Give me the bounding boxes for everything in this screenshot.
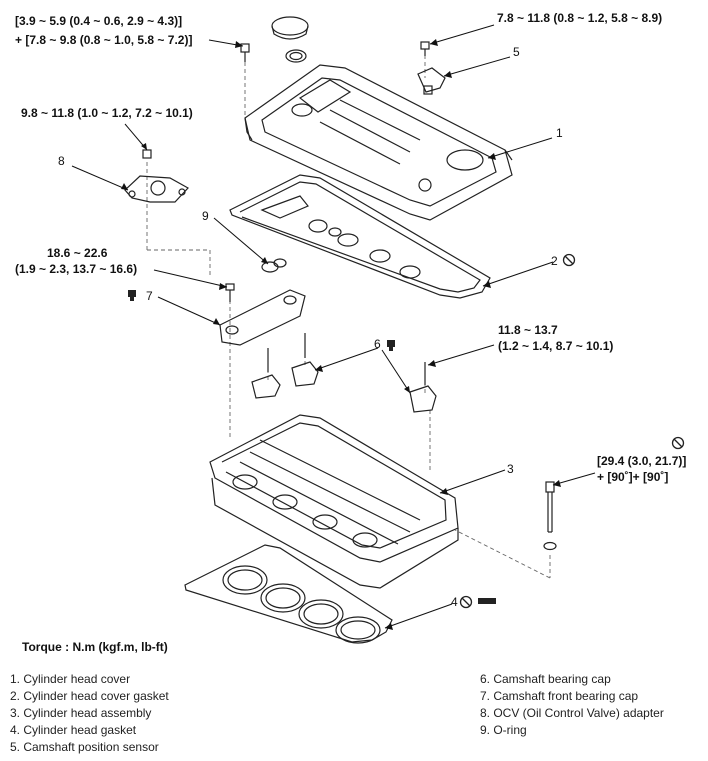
torque-label-front-cap-1: 18.6 ~ 22.6 — [47, 246, 108, 260]
cylinder-head-assembly — [209, 414, 459, 589]
camshaft-front-bearing-cap — [219, 289, 306, 346]
legend-item: 9. O-ring — [480, 723, 527, 737]
callout-6: 6 — [374, 337, 381, 351]
callout-4: 4 — [451, 595, 458, 609]
sensor-bolt — [420, 41, 430, 56]
callout-2: 2 — [551, 254, 558, 268]
torque-label-head-bolt-1: [29.4 (3.0, 21.7)] — [597, 454, 687, 468]
ocv-adapter — [124, 149, 189, 203]
legend-item: 6. Camshaft bearing cap — [480, 672, 611, 686]
torque-label-cap-bolt-2: (1.2 ~ 1.4, 8.7 ~ 10.1) — [498, 339, 614, 353]
torque-label-cap-bolt-1: 11.8 ~ 13.7 — [498, 323, 558, 337]
callout-3: 3 — [507, 462, 514, 476]
alignment-lines — [146, 55, 551, 579]
callout-8: 8 — [58, 154, 65, 168]
camshaft-bearing-caps — [251, 333, 437, 413]
oil-filler-cap — [271, 16, 309, 63]
callout-9: 9 — [202, 209, 209, 223]
front-cap-bolt — [225, 283, 235, 302]
legend-item: 1. Cylinder head cover — [10, 672, 131, 686]
cylinder-head-cover — [244, 64, 513, 221]
torque-units-title: Torque : N.m (kgf.m, lb-ft) — [22, 640, 168, 654]
legend-item: 8. OCV (Oil Control Valve) adapter — [480, 706, 664, 720]
cylinder-head-bolt — [543, 481, 557, 551]
callout-7: 7 — [146, 289, 153, 303]
torque-label-cover-bolt-2: + [7.8 ~ 9.8 (0.8 ~ 1.0, 5.8 ~ 7.2)] — [15, 33, 193, 47]
legend-item: 5. Camshaft position sensor — [10, 740, 159, 754]
legend-item: 3. Cylinder head assembly — [10, 706, 152, 720]
callout-5: 5 — [513, 45, 520, 59]
cover-bolt — [240, 43, 250, 62]
torque-label-sensor-bolt: 7.8 ~ 11.8 (0.8 ~ 1.2, 5.8 ~ 8.9) — [497, 11, 663, 25]
callout-1: 1 — [556, 126, 563, 140]
cylinder-head-cover-gasket — [229, 174, 491, 299]
torque-label-front-cap-2: (1.9 ~ 2.3, 13.7 ~ 16.6) — [15, 262, 138, 276]
legend-item: 7. Camshaft front bearing cap — [480, 689, 639, 703]
legend-left: 1. Cylinder head cover 2. Cylinder head … — [10, 671, 169, 756]
cylinder-head-gasket — [184, 544, 393, 644]
torque-label-ocv-bolt: 9.8 ~ 11.8 (1.0 ~ 1.2, 7.2 ~ 10.1) — [21, 106, 193, 120]
legend-item: 4. Cylinder head gasket — [10, 723, 137, 737]
o-ring — [261, 258, 287, 273]
arrowheads — [121, 39, 561, 630]
sealant-icon — [128, 290, 496, 604]
torque-label-cover-bolt-1: [3.9 ~ 5.9 (0.4 ~ 0.6, 2.9 ~ 4.3)] — [15, 14, 183, 28]
torque-label-head-bolt-2: + [90˚]+ [90˚] — [597, 470, 669, 484]
legend-item: 2. Cylinder head cover gasket — [10, 689, 169, 703]
legend-right: 6. Camshaft bearing cap 7. Camshaft fron… — [480, 671, 664, 739]
do-not-reuse-icon — [459, 253, 685, 609]
camshaft-position-sensor — [417, 67, 446, 95]
